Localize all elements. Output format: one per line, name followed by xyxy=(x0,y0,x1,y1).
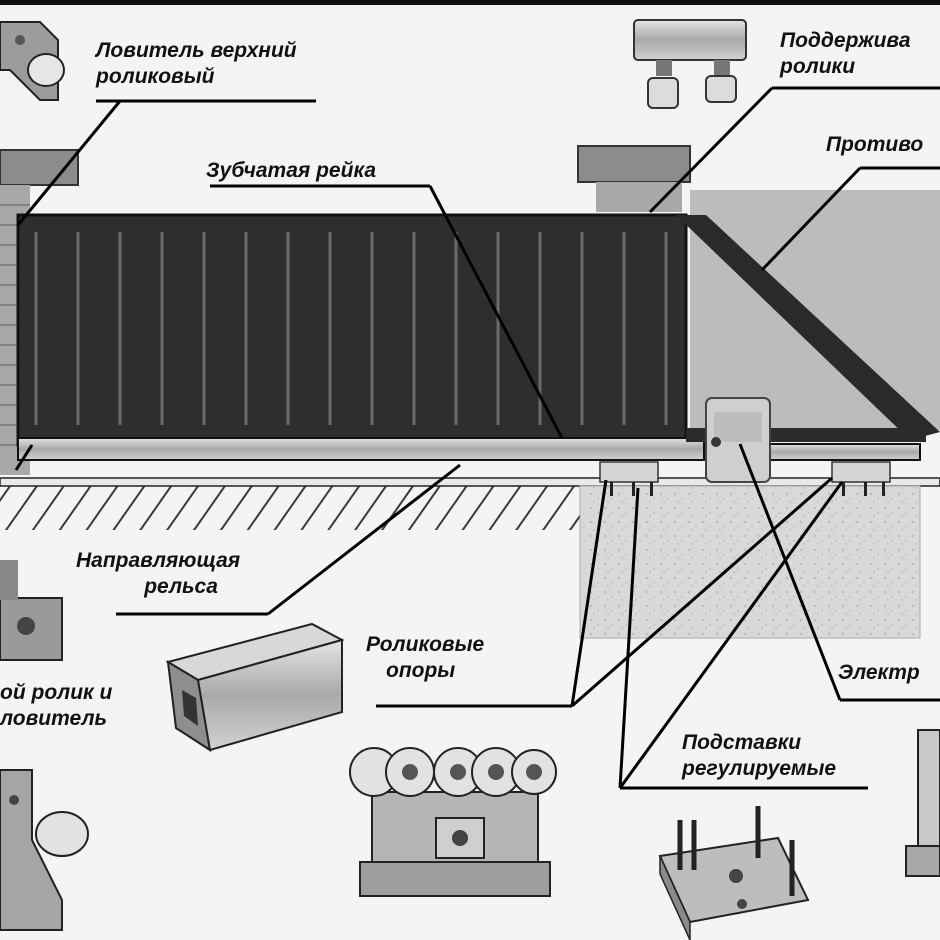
ground-line xyxy=(0,477,940,487)
top-border xyxy=(0,0,940,5)
bottom-catcher-illustration xyxy=(0,769,89,931)
electric-drive xyxy=(705,397,771,483)
label-counterweight: Противо xyxy=(826,133,924,156)
support-rollers-illustration xyxy=(633,19,747,109)
leader-lines xyxy=(14,86,940,790)
end-roller-illustration xyxy=(0,560,63,661)
label-rack: Зубчатая рейка xyxy=(206,159,377,182)
label-electric: Электр xyxy=(838,661,920,684)
guide-rail-beam xyxy=(17,437,705,461)
ground-hatch xyxy=(0,485,580,530)
right-device-illustration xyxy=(905,729,940,877)
roller-carriage-illustration xyxy=(349,747,557,897)
background-wall-right xyxy=(690,190,940,430)
adjustable-stand-illustration xyxy=(658,806,810,940)
gate-panel xyxy=(16,213,705,461)
right-pillar xyxy=(577,145,691,212)
top-catcher-illustration xyxy=(0,21,65,101)
guide-rail-profile xyxy=(165,622,345,753)
rail-roller-supports xyxy=(599,461,891,496)
